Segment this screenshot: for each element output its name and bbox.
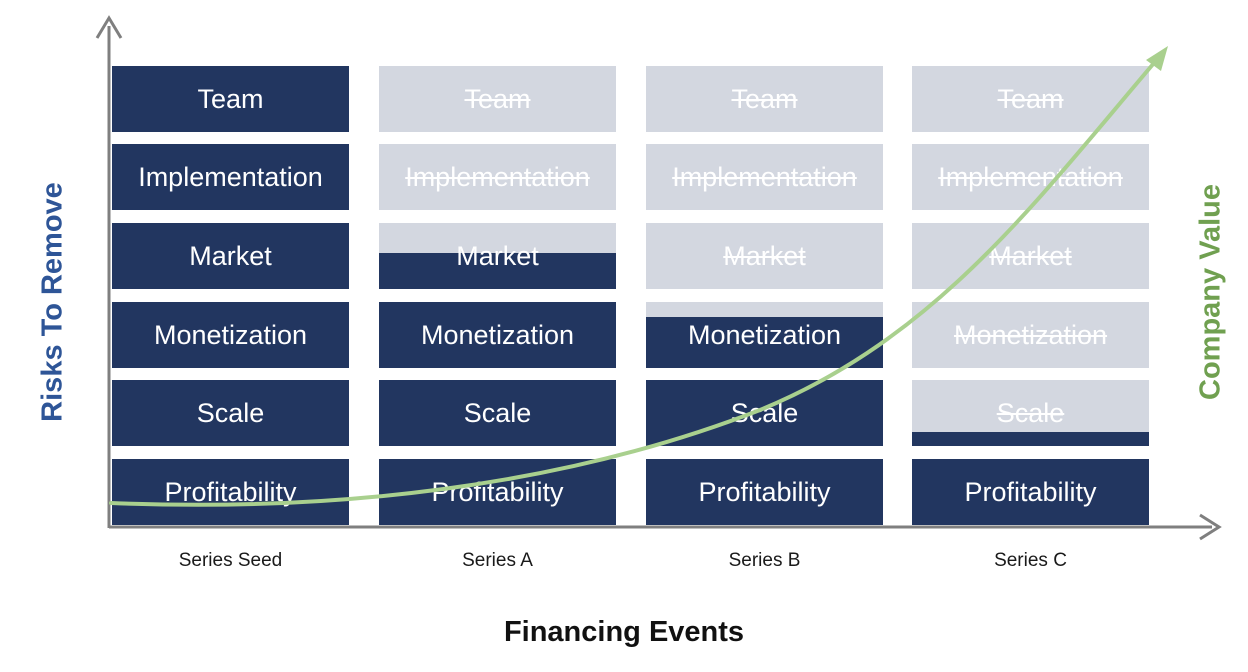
risk-cell: Market [379,223,616,289]
risk-label: Monetization [687,319,842,350]
risk-cell: Profitability [379,459,616,525]
risk-cell: Profitability [112,459,349,525]
risk-label: Market [723,240,806,271]
risk-label: Scale [463,397,532,428]
risk-label: Profitability [164,476,297,507]
risk-cell: Implementation [112,144,349,210]
risk-cell: Team [379,66,616,132]
risk-label: Market [189,240,272,271]
risk-label: Scale [996,397,1065,428]
risk-label: Implementation [405,161,590,192]
y-axis-arrowhead [95,15,123,39]
risk-label: Profitability [431,476,564,507]
risk-label: Profitability [964,476,1097,507]
risk-label: Team [997,83,1064,114]
series-label: Series A [462,550,533,571]
series-label: Series Seed [178,550,283,571]
risk-label: Profitability [698,476,831,507]
risk-label: Scale [196,397,265,428]
risk-label: Market [989,240,1072,271]
risk-label: Implementation [938,161,1123,192]
financing-events-axis-title: Financing Events [503,616,745,648]
risk-cell: Market [112,223,349,289]
risk-cell: Monetization [112,302,349,368]
risk-cell: Market [646,223,883,289]
risk-cell: Monetization [379,302,616,368]
risk-label: Market [456,240,539,271]
risk-label: Team [197,83,264,114]
risk-cell: Monetization [646,302,883,368]
risk-label: Monetization [953,319,1108,350]
risk-cell: Profitability [646,459,883,525]
x-axis-arrowhead [1199,513,1222,541]
series-label: Series C [994,550,1067,571]
risk-cell: Market [912,223,1149,289]
risk-cell: Scale [912,380,1149,446]
risk-cell: Monetization [912,302,1149,368]
risk-cell: Scale [112,380,349,446]
risk-cell: Scale [646,380,883,446]
risk-cell: Implementation [912,144,1149,210]
risks-axis-title: Risks To Remove [36,182,69,422]
risk-cell: Team [646,66,883,132]
risk-label: Implementation [138,161,323,192]
risk-label: Team [464,83,531,114]
risk-cell: Profitability [912,459,1149,525]
risk-label: Team [731,83,798,114]
risk-label: Monetization [153,319,308,350]
risk-label: Monetization [420,319,575,350]
risk-cell: Scale [379,380,616,446]
risk-cell: Implementation [646,144,883,210]
risk-cell: Implementation [379,144,616,210]
risk-cell: Team [912,66,1149,132]
risk-label: Scale [730,397,799,428]
risk-cell: Team [112,66,349,132]
series-label: Series B [728,550,801,571]
risk-label: Implementation [672,161,857,192]
company-value-axis-title: Company Value [1194,184,1227,400]
